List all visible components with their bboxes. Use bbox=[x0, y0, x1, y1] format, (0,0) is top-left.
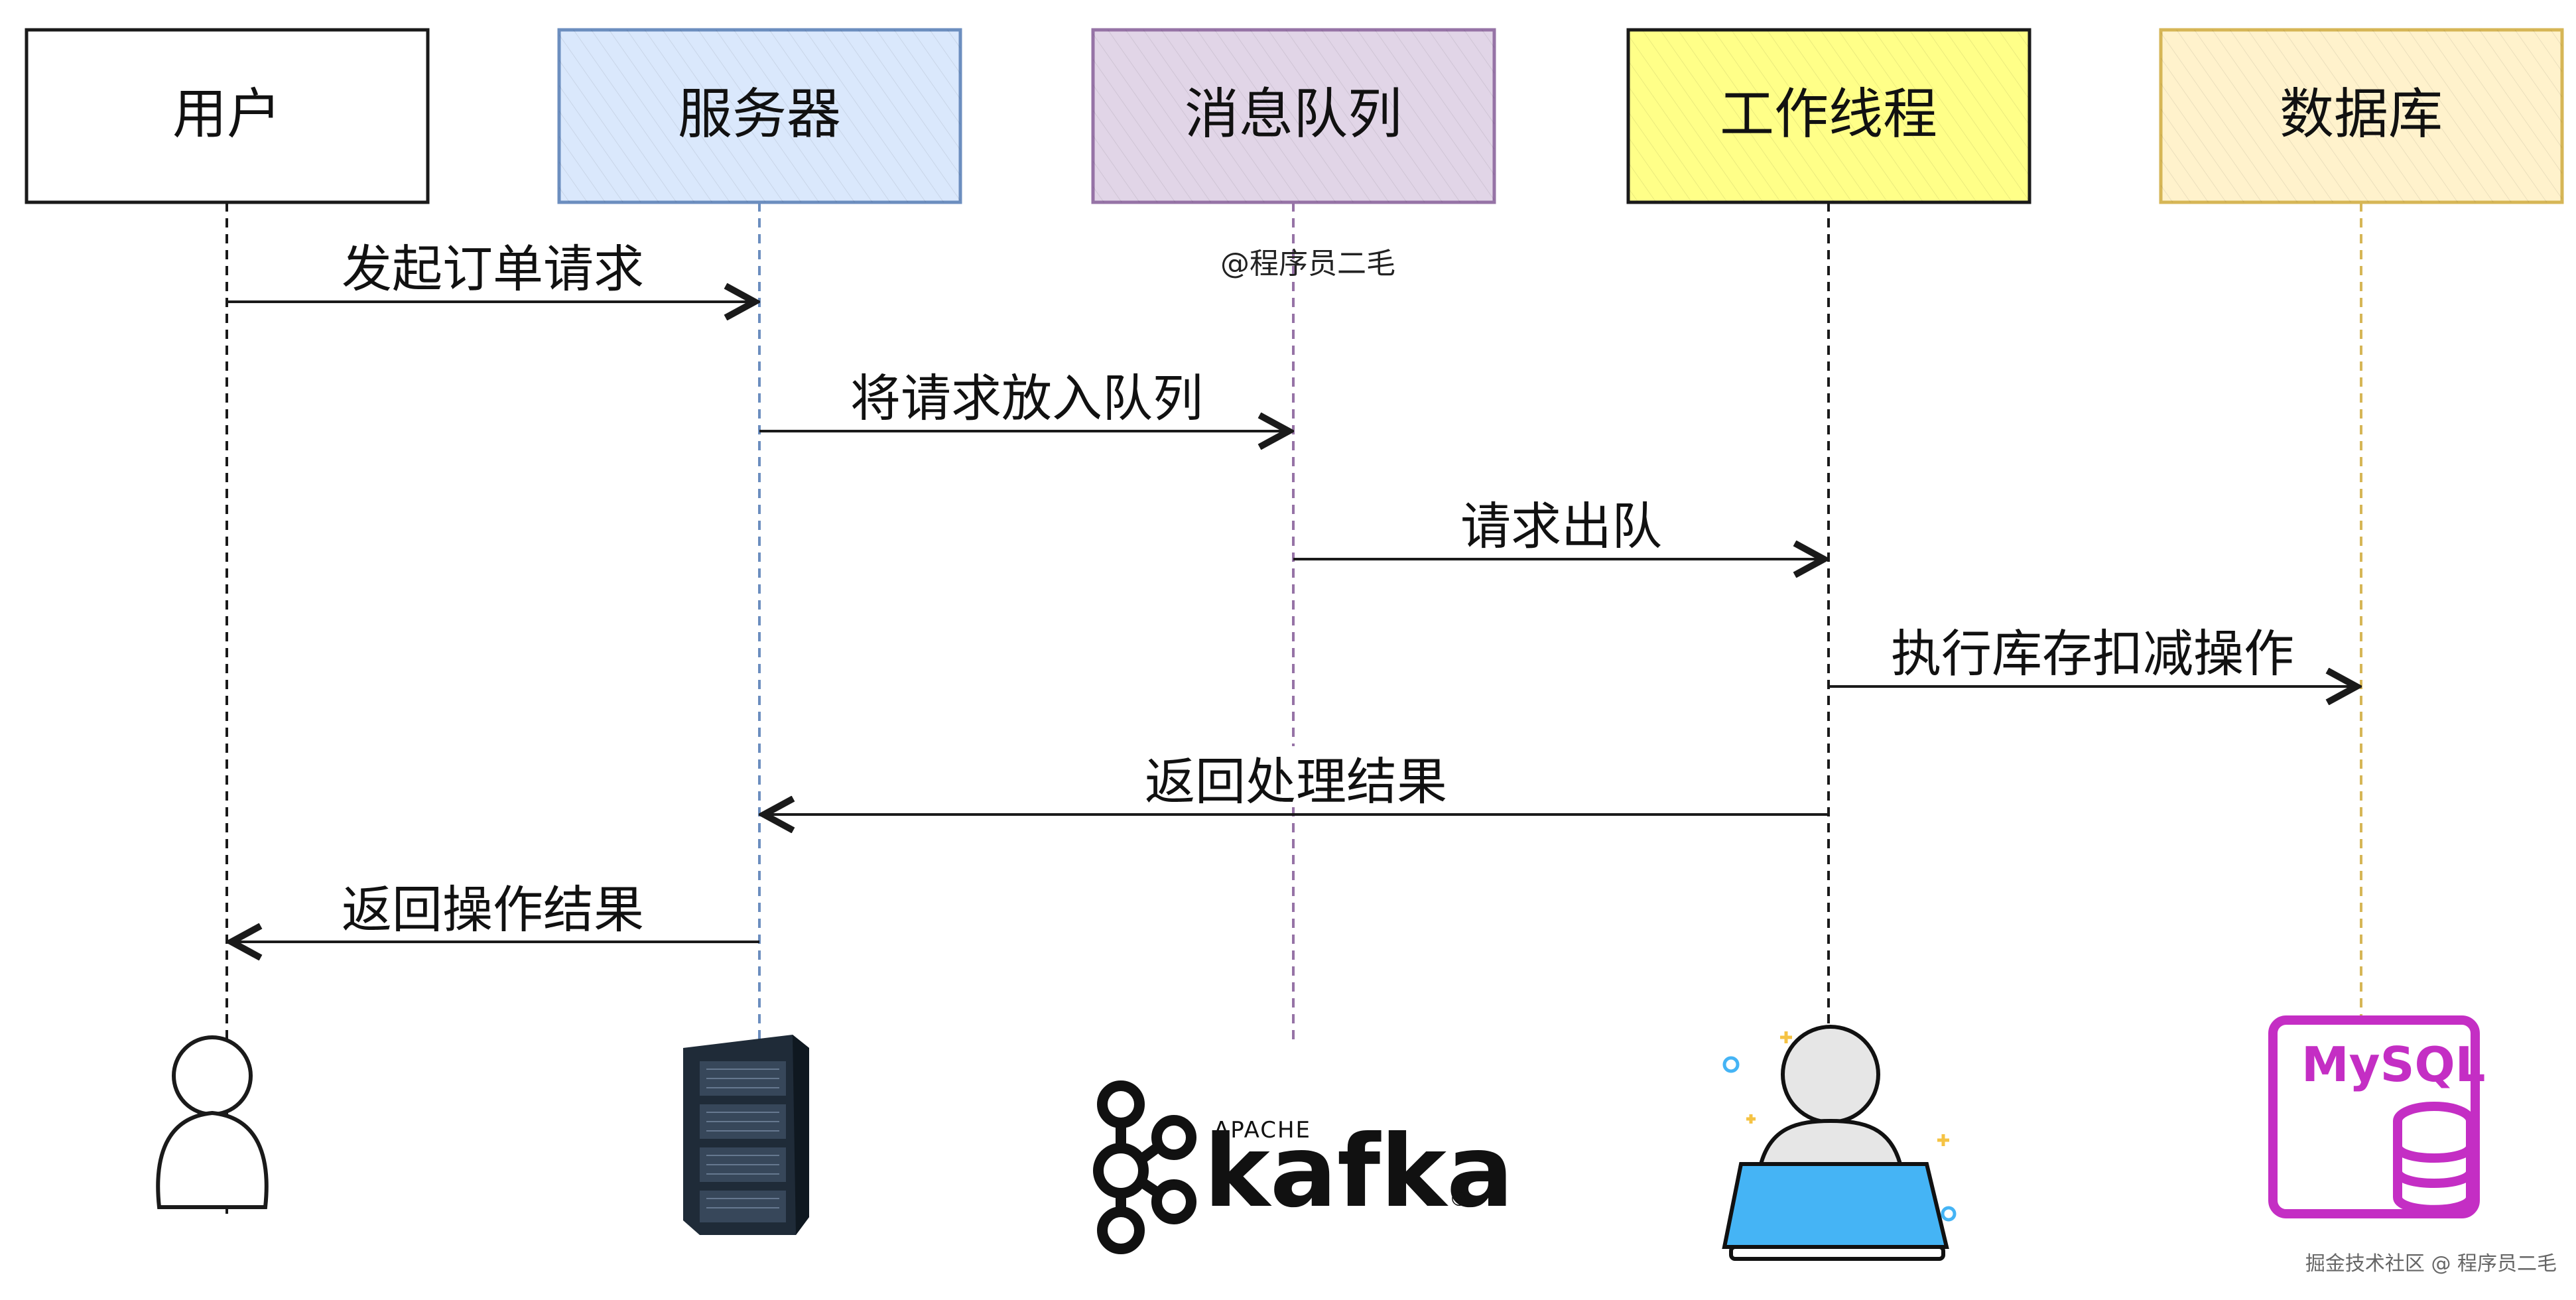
participant-database[interactable]: 数据库 bbox=[2159, 28, 2564, 204]
message-3: 请求出队 bbox=[1293, 489, 1824, 559]
person-icon bbox=[156, 1035, 269, 1209]
participant-server[interactable]: 服务器 bbox=[557, 28, 962, 204]
message-1: 发起订单请求 bbox=[227, 232, 755, 302]
kafka-small-text: APACHE bbox=[1214, 1117, 1311, 1143]
message-label: 执行库存扣减操作 bbox=[1891, 624, 2294, 683]
participant-worker-thread[interactable]: 工作线程 bbox=[1626, 28, 2031, 204]
message-label: 返回处理结果 bbox=[1145, 752, 1447, 811]
participant-label: 服务器 bbox=[678, 83, 841, 146]
participant-label: 工作线程 bbox=[1720, 83, 1937, 146]
kafka-logo: APACHE kafka ® bbox=[1093, 1080, 1513, 1254]
footer-credit: 掘金技术社区 @ 程序员二毛 bbox=[2305, 1252, 2557, 1275]
message-2: 将请求放入队列 bbox=[759, 361, 1289, 431]
participant-label: 用户 bbox=[172, 83, 281, 146]
server-rack-icon bbox=[683, 1035, 809, 1235]
message-6: 返回操作结果 bbox=[231, 874, 759, 942]
watermark: @程序员二毛 bbox=[1220, 247, 1395, 281]
worker-laptop-icon bbox=[1722, 1025, 1957, 1261]
message-label: 返回操作结果 bbox=[342, 880, 644, 939]
participant-message-queue[interactable]: 消息队列 bbox=[1091, 28, 1496, 204]
kafka-registered: ® bbox=[1449, 1188, 1469, 1211]
lifelines bbox=[225, 202, 2362, 1214]
kafka-word: kafka bbox=[1204, 1114, 1513, 1230]
messages: 发起订单请求 将请求放入队列 请求出队 执行库存扣减操作 返回处理结果 bbox=[227, 232, 2356, 942]
participants: 用户 服务器 消息队列 工作线程 bbox=[25, 28, 2564, 204]
mysql-text: MySQL bbox=[2301, 1037, 2486, 1092]
message-4: 执行库存扣减操作 bbox=[1829, 617, 2356, 686]
message-5: 返回处理结果 bbox=[764, 746, 1829, 814]
message-label: 将请求放入队列 bbox=[850, 369, 1203, 428]
message-label: 请求出队 bbox=[1460, 497, 1662, 556]
mysql-database-icon: MySQL bbox=[2268, 1015, 2486, 1218]
participant-label: 数据库 bbox=[2280, 83, 2443, 146]
participant-label: 消息队列 bbox=[1185, 83, 1402, 146]
participant-box bbox=[25, 28, 430, 204]
message-label: 发起订单请求 bbox=[342, 239, 644, 298]
participant-user[interactable]: 用户 bbox=[25, 28, 430, 204]
